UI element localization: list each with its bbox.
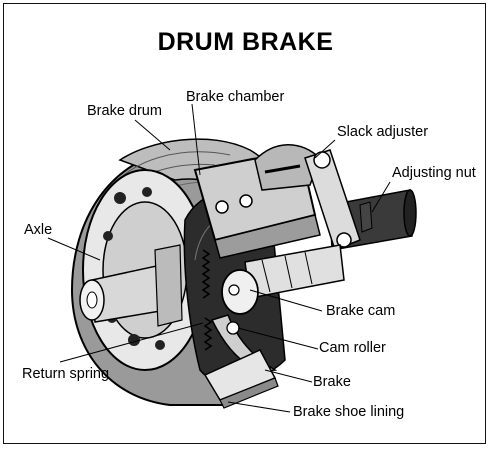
axle-hub [79, 244, 183, 327]
label-return-spring: Return spring [22, 366, 110, 382]
label-slack-adjuster: Slack adjuster [337, 124, 429, 140]
leader-lines [47, 103, 391, 413]
label-brake-shoe-lining: Brake shoe lining [293, 404, 405, 420]
label-brake-drum: Brake drum [87, 103, 162, 119]
diagram-title: DRUM BRAKE [157, 28, 334, 56]
label-brake: Brake [313, 374, 351, 390]
label-adjusting-nut: Adjusting nut [392, 165, 476, 181]
label-brake-chamber: Brake chamber [186, 89, 285, 105]
brake-shoe [203, 314, 279, 409]
brake-cam [221, 269, 259, 315]
return-spring [201, 249, 213, 351]
label-cam-roller: Cam roller [319, 340, 386, 356]
label-brake-cam: Brake cam [326, 303, 396, 319]
label-axle: Axle [24, 222, 53, 238]
brake-chamber [193, 144, 321, 259]
